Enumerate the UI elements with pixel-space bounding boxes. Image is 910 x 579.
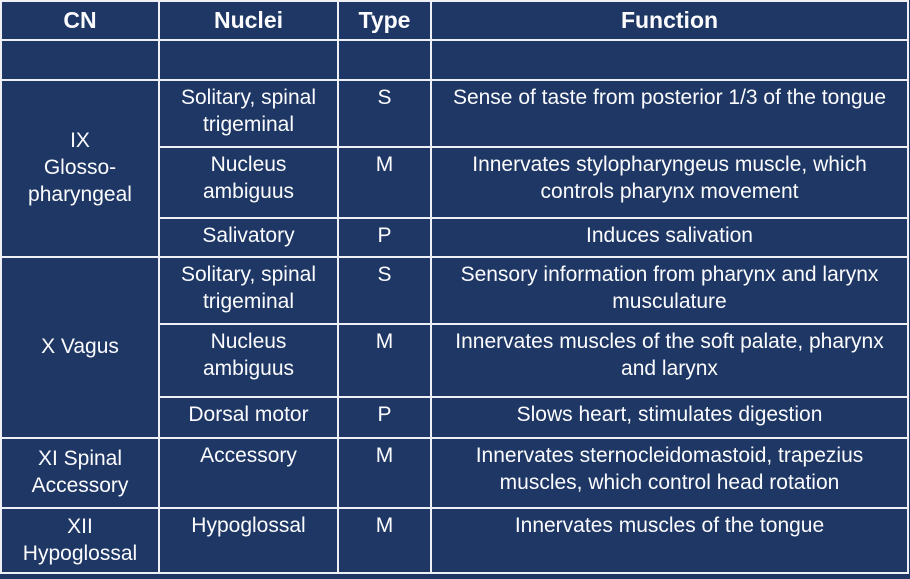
- type-cell: [337, 39, 432, 81]
- function-cell: Sense of taste from posterior 1/3 of the…: [430, 79, 909, 148]
- function-cell: Innervates muscles of the tongue: [430, 507, 909, 574]
- table-row-xi: XI Spinal Accessory Accessory M Innervat…: [0, 437, 909, 509]
- type-cell: M: [337, 146, 432, 219]
- nuclei-cell: Solitary, spinal trigeminal: [158, 256, 339, 325]
- nuclei-cell: Nucleus ambiguus: [158, 146, 339, 219]
- type-cell: M: [337, 507, 432, 574]
- type-cell: S: [337, 79, 432, 148]
- table-row-ix-sensory: IX Glosso- pharyngeal Solitary, spinal t…: [0, 79, 909, 258]
- header-cn: CN: [0, 0, 160, 41]
- cn-cell-xii: XII Hypoglossal: [0, 507, 160, 574]
- function-cell: Innervates sternocleidomastoid, trapeziu…: [430, 437, 909, 509]
- cn-cell-xi: XI Spinal Accessory: [0, 437, 160, 509]
- type-cell: P: [337, 217, 432, 258]
- header-nuclei: Nuclei: [158, 0, 339, 41]
- type-cell: S: [337, 256, 432, 325]
- nuclei-cell: [158, 39, 339, 81]
- nuclei-cell: Accessory: [158, 437, 339, 509]
- nuclei-cell: Dorsal motor: [158, 396, 339, 439]
- table-row-ix-parasympathetic: Salivatory P Induces salivation: [1, 217, 909, 258]
- table-row-ix-motor: Nucleus ambiguus M Innervates stylophary…: [1, 146, 909, 219]
- cn-cell-ix: IX Glosso- pharyngeal: [0, 79, 160, 258]
- nuclei-cell: Salivatory: [158, 217, 339, 258]
- type-cell: M: [337, 323, 432, 398]
- table-row-x-parasympathetic: Dorsal motor P Slows heart, stimulates d…: [1, 396, 909, 439]
- function-cell: Innervates muscles of the soft palate, p…: [430, 323, 909, 398]
- table-row-x-sensory: X Vagus Solitary, spinal trigeminal S Se…: [0, 256, 909, 439]
- header-type: Type: [337, 0, 432, 41]
- header-function: Function: [430, 0, 909, 41]
- header-row: CN Nuclei Type Function: [0, 0, 909, 41]
- function-cell: Sensory information from pharynx and lar…: [430, 256, 909, 325]
- function-cell: Innervates stylopharyngeus muscle, which…: [430, 146, 909, 219]
- table-row-x-motor: Nucleus ambiguus M Innervates muscles of…: [1, 323, 909, 398]
- nuclei-cell: Nucleus ambiguus: [158, 323, 339, 398]
- spacer-row: [0, 39, 909, 81]
- cn-cell-x: X Vagus: [0, 256, 160, 439]
- nuclei-cell: Solitary, spinal trigeminal: [158, 79, 339, 148]
- function-cell: Induces salivation: [430, 217, 909, 258]
- function-cell: [430, 39, 909, 81]
- nuclei-cell: Hypoglossal: [158, 507, 339, 574]
- table-row-xii: XII Hypoglossal Hypoglossal M Innervates…: [0, 507, 909, 574]
- type-cell: P: [337, 396, 432, 439]
- type-cell: M: [337, 437, 432, 509]
- cn-cell: [0, 39, 160, 81]
- function-cell: Slows heart, stimulates digestion: [430, 396, 909, 439]
